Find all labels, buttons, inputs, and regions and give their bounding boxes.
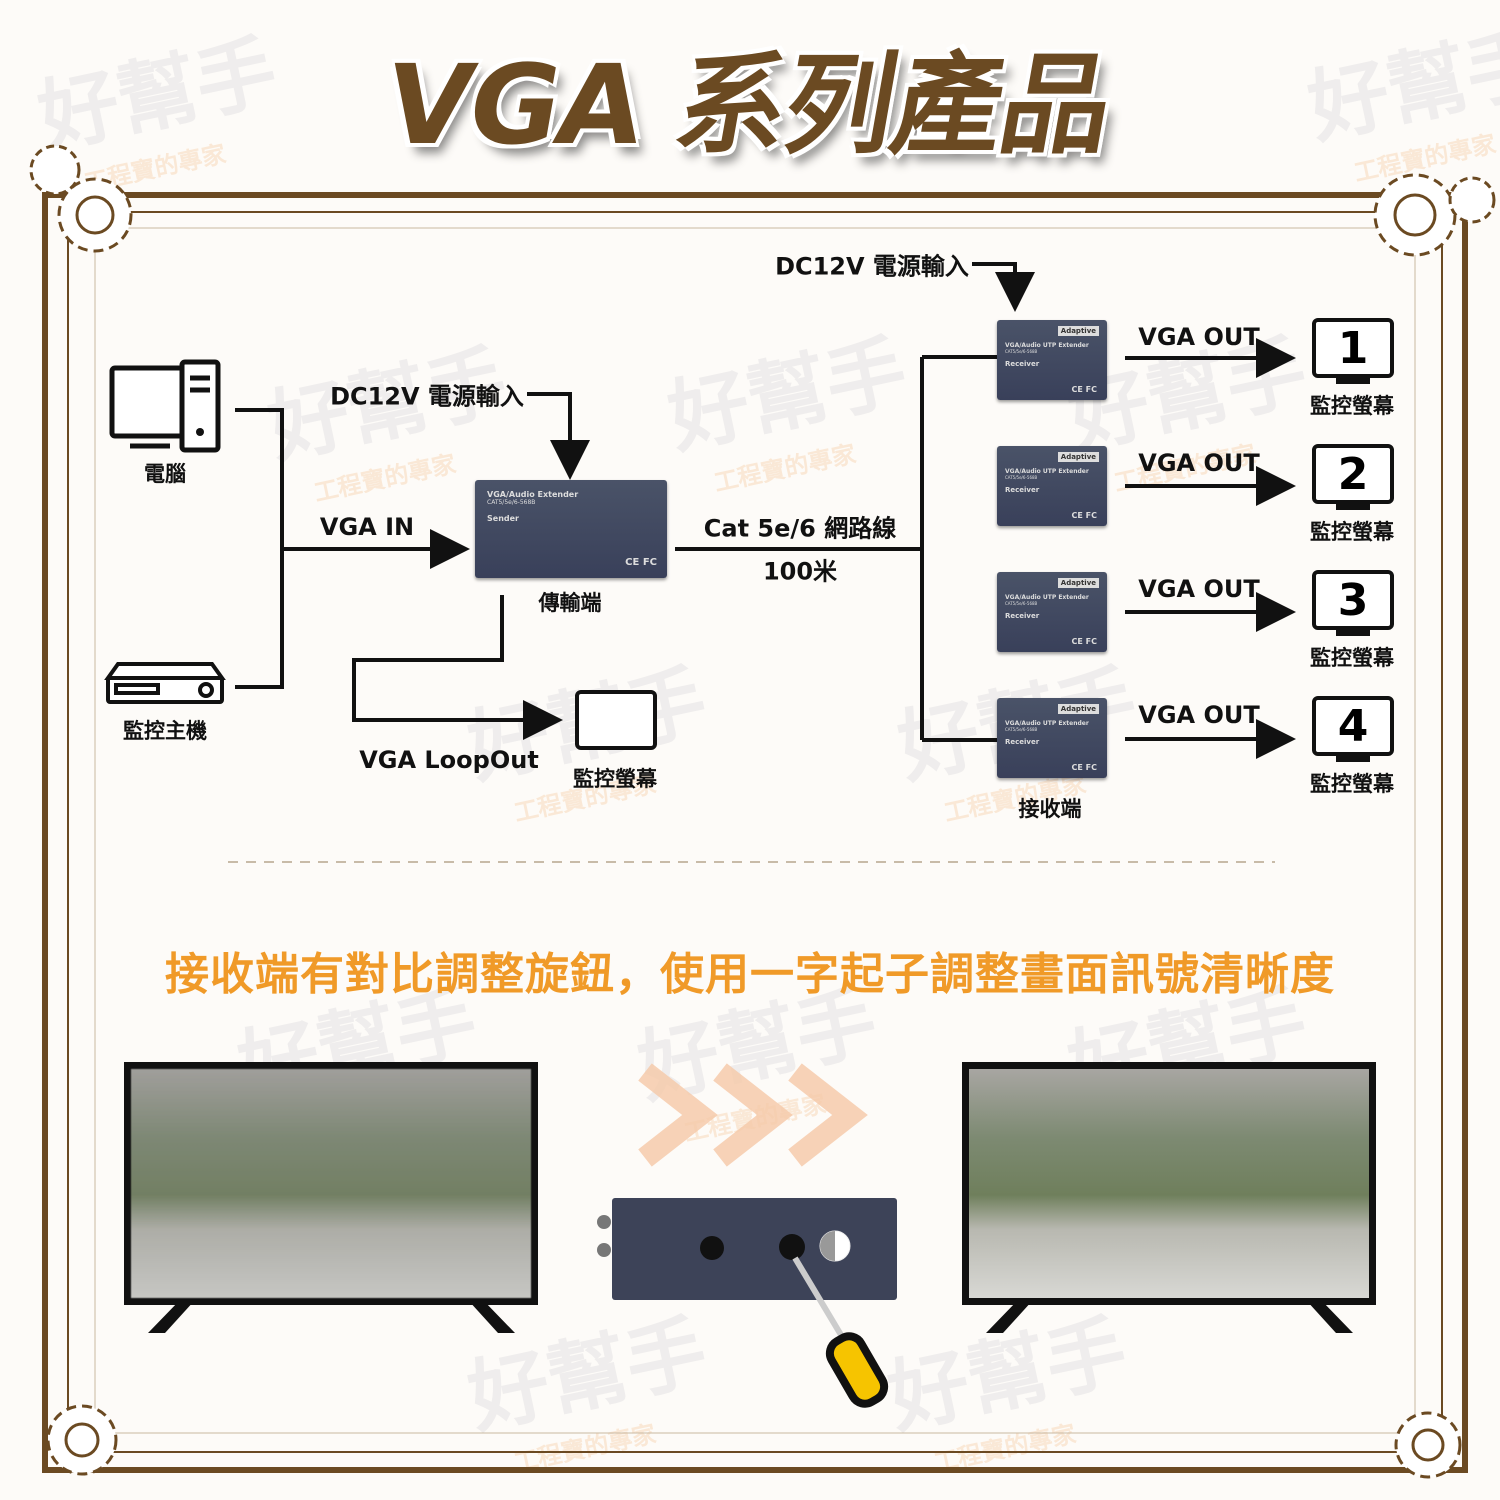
receiver-label: 接收端 (1018, 797, 1082, 821)
vga-out-label: VGA OUT (1138, 449, 1260, 477)
cert-marks: CE FC (1071, 385, 1097, 394)
loop-monitor-label: 監控螢幕 (573, 767, 657, 791)
monitor-label: 監控螢幕 (1310, 772, 1394, 796)
receiver-spec: CAT5/5e/6-568B (1005, 475, 1038, 480)
sender-device: VGA/Audio Extender CAT5/5e/6-568B Sender… (475, 480, 667, 578)
vga-out-label: VGA OUT (1138, 575, 1260, 603)
adaptive-badge: Adaptive (1057, 578, 1099, 588)
dvr-label: 監控主機 (123, 719, 207, 743)
monitor-icon: 1 (1312, 318, 1394, 378)
monitor-stand (1336, 754, 1370, 762)
receiver-type: Receiver (1005, 612, 1040, 620)
receiver-device: Adaptive VGA/Audio UTP Extender CAT5/5e/… (997, 572, 1107, 652)
monitor-stand (1336, 502, 1370, 510)
dvr-icon (104, 662, 226, 704)
sender-model: VGA/Audio Extender (487, 490, 579, 499)
monitor-stand (1336, 628, 1370, 636)
monitor-number: 2 (1337, 448, 1369, 500)
monitor-icon (575, 690, 657, 750)
adaptive-badge: Adaptive (1057, 704, 1099, 714)
sender-label: 傳輸端 (538, 591, 602, 615)
receiver-device: Adaptive VGA/Audio UTP Extender CAT5/5e/… (997, 320, 1107, 400)
receiver-model: VGA/Audio UTP Extender (1005, 594, 1089, 601)
loopout-label: VGA LoopOut (359, 746, 539, 774)
monitor-stand (1336, 376, 1370, 384)
frame (42, 192, 1468, 1473)
receiver-type: Receiver (1005, 738, 1040, 746)
adaptive-badge: Adaptive (1057, 452, 1099, 462)
cert-marks: CE FC (1071, 763, 1097, 772)
receiver-device: Adaptive VGA/Audio UTP Extender CAT5/5e/… (997, 446, 1107, 526)
vga-out-label: VGA OUT (1138, 701, 1260, 729)
arrow-chevrons-icon (638, 1063, 868, 1167)
receiver-model: VGA/Audio UTP Extender (1005, 342, 1089, 349)
dc-power-receiver-label: DC12V 電源輸入 (775, 252, 969, 281)
gear-icons (29, 144, 1496, 1479)
receiver-type: Receiver (1005, 360, 1040, 368)
monitor-number: 3 (1337, 574, 1369, 626)
tv-after (962, 1062, 1376, 1305)
monitor-icon: 4 (1312, 696, 1394, 756)
receiver-spec: CAT5/5e/6-568B (1005, 727, 1038, 732)
cert-marks: CE FC (1071, 511, 1097, 520)
cert-marks: CE FC (625, 557, 657, 568)
monitor-number: 4 (1337, 700, 1369, 752)
receiver-spec: CAT5/5e/6-568B (1005, 349, 1038, 354)
blurry-camera-image (131, 1069, 531, 1298)
monitor-label: 監控螢幕 (1310, 520, 1394, 544)
screwdriver-icon (792, 1256, 889, 1408)
clear-camera-image (969, 1069, 1369, 1298)
adaptive-badge: Adaptive (1057, 326, 1099, 336)
cert-marks: CE FC (1071, 637, 1097, 646)
receiver-model: VGA/Audio UTP Extender (1005, 468, 1089, 475)
cable-label: Cat 5e/6 網路線 (703, 514, 897, 543)
distance-label: 100米 (762, 557, 838, 586)
monitor-label: 監控螢幕 (1310, 646, 1394, 670)
dc-power-sender-label: DC12V 電源輸入 (330, 382, 524, 411)
pc-label: 電腦 (144, 462, 186, 486)
receiver-side-view (597, 1198, 897, 1300)
sender-type: Sender (487, 514, 519, 523)
tv-stand (148, 1300, 1353, 1333)
receiver-spec: CAT5/5e/6-568B (1005, 601, 1038, 606)
monitor-number: 1 (1337, 322, 1369, 374)
page-title: VGA 系列產品 (375, 41, 1121, 169)
vga-in-label: VGA IN (319, 513, 415, 541)
monitor-icon: 3 (1312, 570, 1394, 630)
adjustment-note: 接收端有對比調整旋鈕，使用一字起子調整畫面訊號清晰度 (165, 949, 1335, 1000)
receiver-model: VGA/Audio UTP Extender (1005, 720, 1089, 727)
sender-spec: CAT5/5e/6-568B (487, 499, 536, 506)
receiver-type: Receiver (1005, 486, 1040, 494)
tv-before (124, 1062, 538, 1305)
receiver-device: Adaptive VGA/Audio UTP Extender CAT5/5e/… (997, 698, 1107, 778)
vga-out-label: VGA OUT (1138, 323, 1260, 351)
monitor-label: 監控螢幕 (1310, 394, 1394, 418)
contrast-icon (819, 1230, 851, 1262)
computer-icon (109, 359, 221, 453)
monitor-icon: 2 (1312, 444, 1394, 504)
